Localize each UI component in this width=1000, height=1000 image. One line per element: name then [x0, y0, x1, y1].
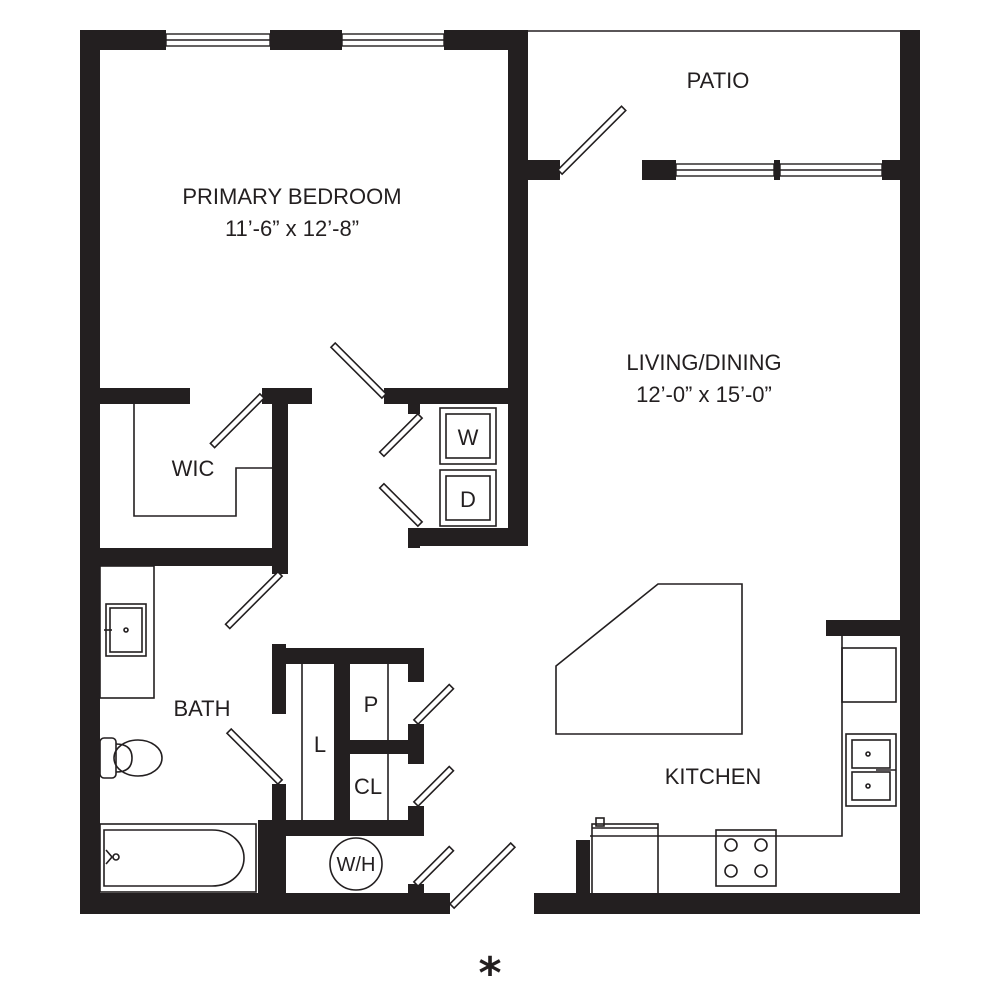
interior-walls: [80, 388, 528, 898]
wh-door: [412, 845, 455, 888]
bath-inner-door: [225, 727, 284, 786]
bathtub-icon: [99, 823, 257, 893]
closet-door: [412, 765, 455, 808]
laundry-door-upper: [378, 412, 424, 458]
kitchen-label: KITCHEN: [665, 764, 762, 789]
washer-label: W: [458, 425, 479, 450]
pantry-door: [412, 683, 455, 726]
wic-shelf: [133, 404, 272, 517]
entry-door: [448, 841, 517, 910]
wic-door: [209, 392, 266, 449]
dryer-label: D: [460, 487, 476, 512]
living-dining-label: LIVING/DINING: [626, 350, 781, 375]
wic-label: WIC: [172, 456, 215, 481]
toilet-icon: [99, 737, 163, 779]
bedroom-door: [329, 341, 388, 400]
kitchen-island: [555, 583, 743, 735]
linen-label: L: [314, 732, 326, 757]
exterior-walls: [80, 30, 920, 914]
bath-label: BATH: [173, 696, 230, 721]
laundry-door-lower: [378, 482, 424, 528]
pantry-label: P: [364, 692, 379, 717]
water-heater-label: W/H: [337, 854, 376, 876]
kitchen-sink-icon: [845, 733, 897, 807]
fixtures: [99, 404, 897, 895]
primary-bedroom-label: PRIMARY BEDROOM: [182, 184, 401, 209]
refrigerator-icon: [591, 823, 659, 895]
entry-marker: *: [478, 948, 501, 999]
vanity: [99, 565, 155, 699]
range-icon: [715, 829, 777, 887]
patio-label: PATIO: [687, 68, 750, 93]
living-dining-dims: 12’-0” x 15’-0”: [636, 382, 772, 407]
kitchen-counter: [590, 636, 843, 837]
water-heater-icon: [329, 837, 383, 891]
dishwasher-icon: [841, 647, 897, 703]
room-labels: PATIO PRIMARY BEDROOM 11’-6” x 12’-8” LI…: [172, 68, 782, 999]
closet-label: CL: [354, 774, 382, 799]
patio-door: [556, 105, 627, 176]
doors: [209, 105, 627, 910]
washer-box: [439, 407, 497, 465]
bath-door: [224, 570, 284, 630]
windows: [165, 30, 900, 177]
primary-bedroom-dims: 11’-6” x 12’-8”: [225, 216, 359, 241]
dryer-box: [439, 469, 497, 527]
